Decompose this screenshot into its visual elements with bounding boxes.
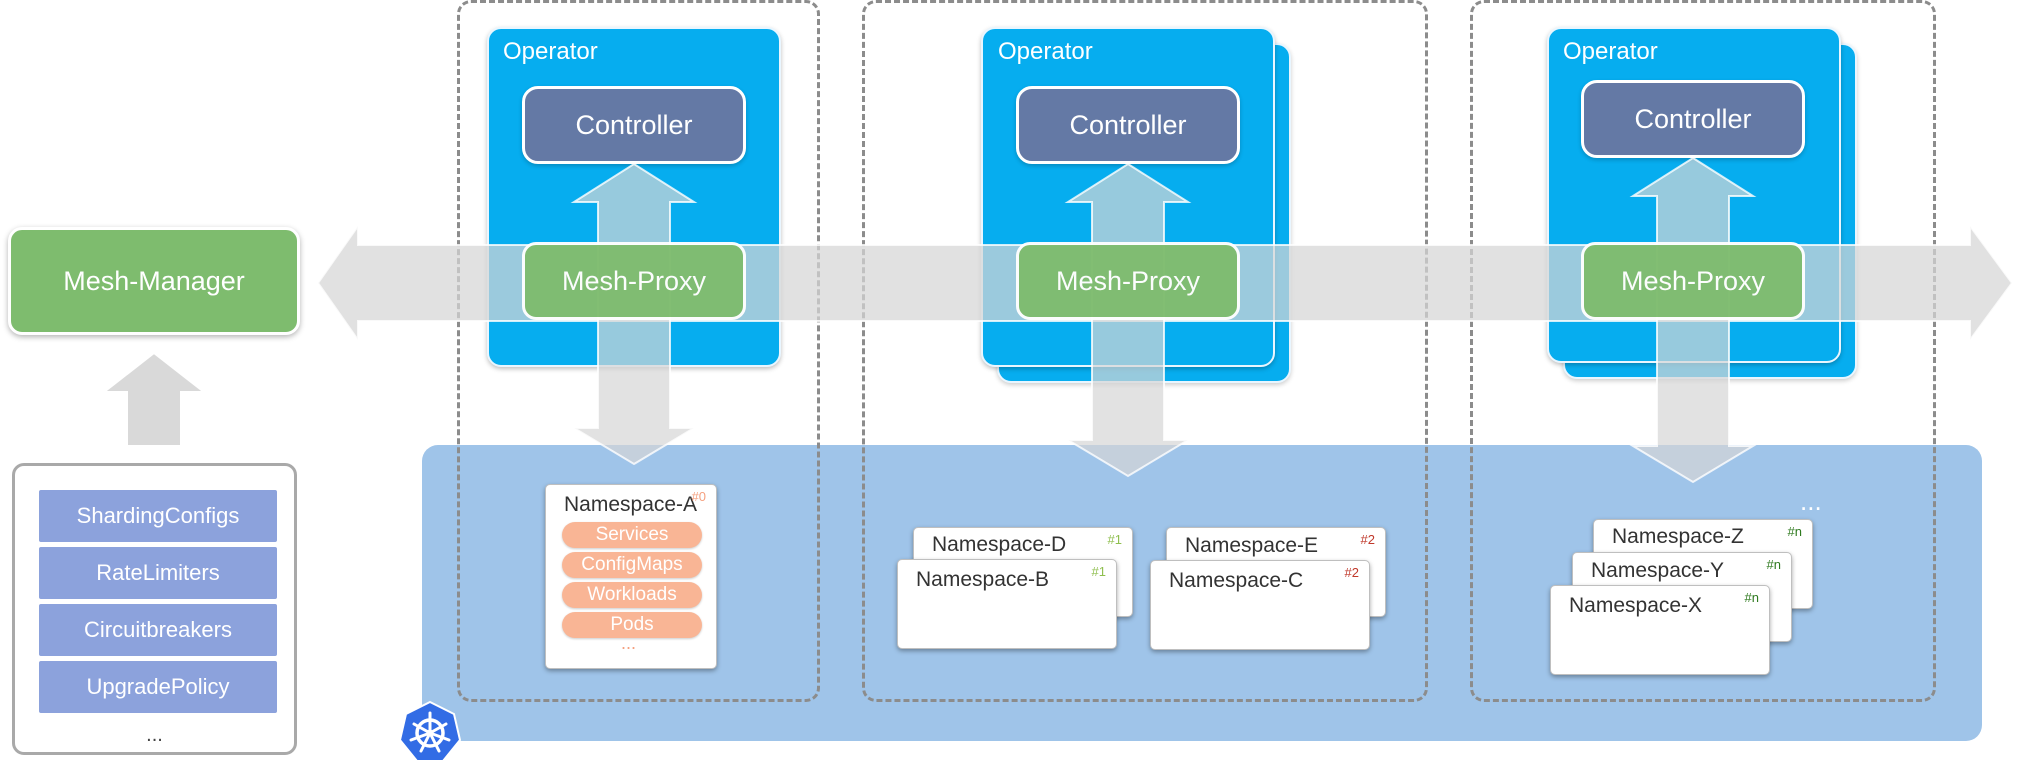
- mesh-proxy-n: Mesh-Proxy: [1581, 242, 1805, 320]
- operator-0-label: Operator: [503, 38, 598, 65]
- resource-configmaps: ConfigMaps: [562, 552, 702, 578]
- shard-tag: #n: [1744, 590, 1759, 605]
- resources-more: ...: [621, 633, 637, 653]
- operator-n-label: Operator: [1563, 38, 1658, 65]
- shard-tag: #2: [1344, 565, 1359, 580]
- shard-tag: #1: [1107, 532, 1122, 547]
- shard-tag: #1: [1091, 564, 1106, 579]
- resource-workloads: Workloads: [562, 582, 702, 608]
- namespace-card-b: Namespace-B #1: [897, 559, 1117, 649]
- shard-tag: #0: [691, 489, 706, 504]
- mesh-manager: Mesh-Manager: [8, 227, 300, 335]
- more-namespaces-ellipsis: ...: [1800, 486, 1822, 516]
- config-ratelimiters: RateLimiters: [39, 547, 277, 599]
- kubernetes-helm-icon: [398, 700, 462, 762]
- config-sharding: ShardingConfigs: [39, 490, 277, 542]
- shard-tag: #n: [1766, 557, 1781, 572]
- controller-n: Controller: [1581, 80, 1805, 158]
- controller-1: Controller: [1016, 86, 1240, 164]
- shard-0-boundary: [457, 0, 820, 702]
- config-upgradepolicy: UpgradePolicy: [39, 661, 277, 713]
- shard-tag: #2: [1360, 532, 1375, 547]
- config-to-manager-arrow: [101, 351, 207, 447]
- namespace-card-a: Namespace-A #0 Services ConfigMaps Workl…: [545, 484, 717, 669]
- resource-pods: Pods: [562, 612, 702, 638]
- configs-more: ...: [146, 724, 163, 746]
- config-box: ShardingConfigs RateLimiters Circuitbrea…: [12, 463, 297, 755]
- shard-1-boundary: [862, 0, 1428, 702]
- shard-tag: #n: [1787, 524, 1802, 539]
- namespace-card-c: Namespace-C #2: [1150, 560, 1370, 650]
- shard-n-boundary: [1470, 0, 1936, 702]
- controller-0: Controller: [522, 86, 746, 164]
- mesh-proxy-1: Mesh-Proxy: [1016, 242, 1240, 320]
- mesh-proxy-0: Mesh-Proxy: [522, 242, 746, 320]
- operator-1-label: Operator: [998, 38, 1093, 65]
- resource-services: Services: [562, 522, 702, 548]
- namespace-card-x: Namespace-X #n: [1550, 585, 1770, 675]
- shard-n-vertical-arrow: [1629, 156, 1757, 484]
- config-circuitbreakers: Circuitbreakers: [39, 604, 277, 656]
